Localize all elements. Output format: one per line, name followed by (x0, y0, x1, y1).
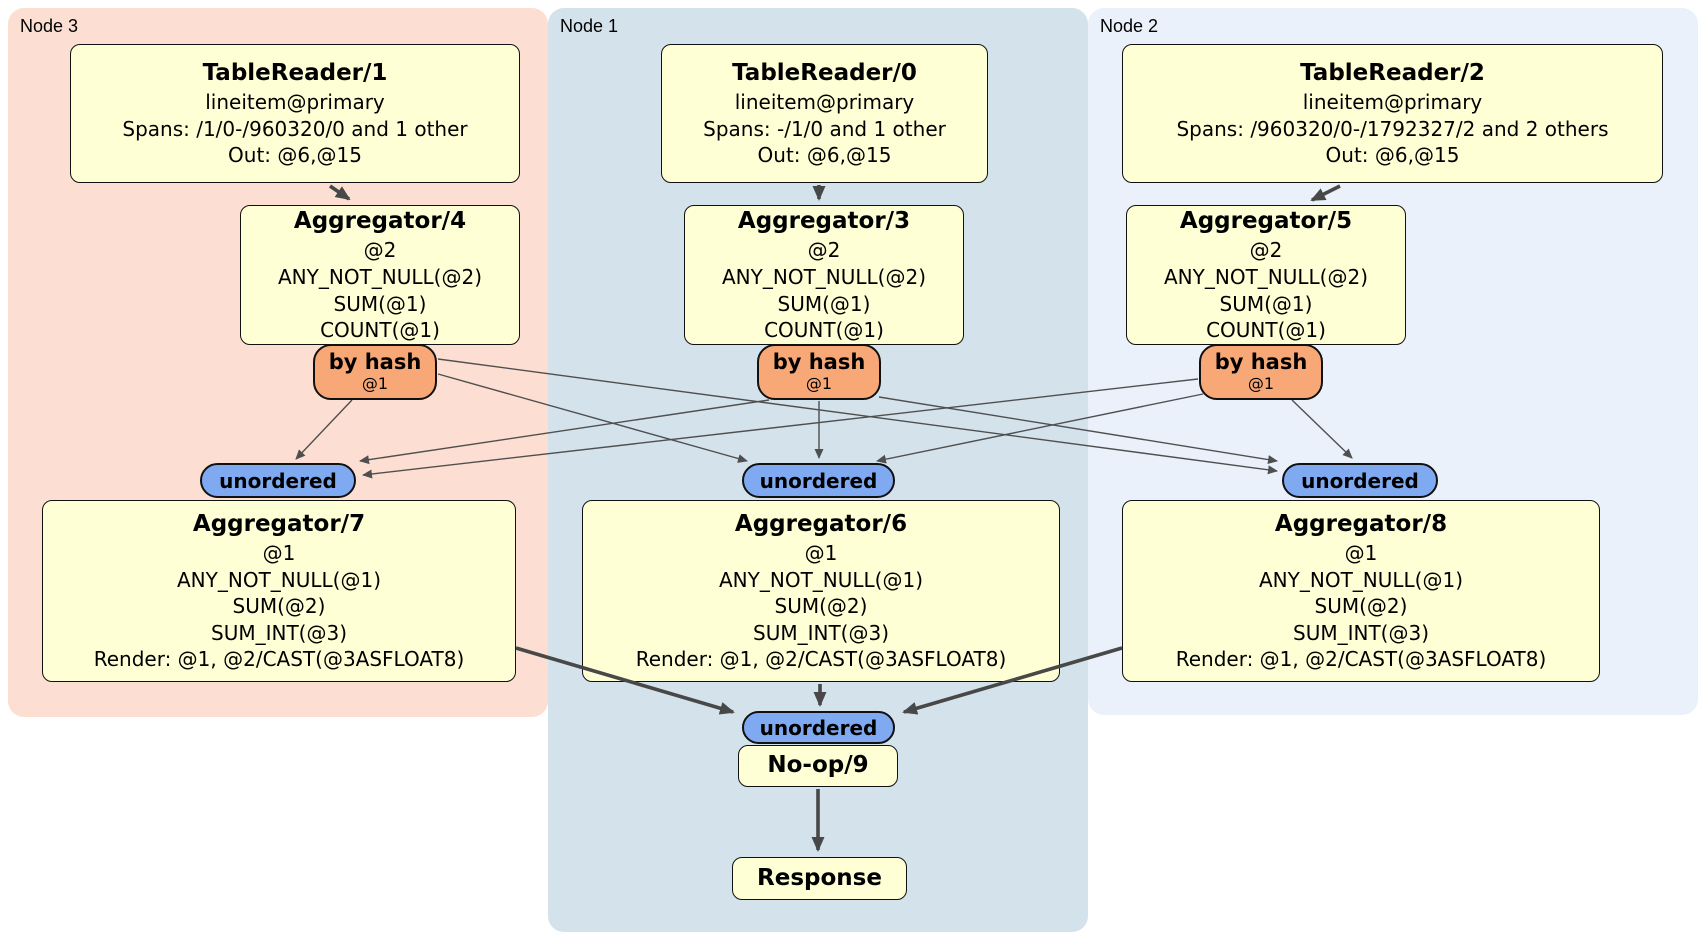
aggregator-7-fn2: SUM(@2) (232, 594, 326, 619)
tablereader-0-title: TableReader/0 (732, 60, 917, 87)
aggregator-8-box: Aggregator/8 @1 ANY_NOT_NULL(@1) SUM(@2)… (1122, 500, 1600, 682)
aggregator-8-fn3: SUM_INT(@3) (1293, 620, 1429, 645)
aggregator-8-fn1: ANY_NOT_NULL(@1) (1259, 567, 1463, 592)
aggregator-7-groupcol: @1 (262, 541, 296, 566)
aggregator-4-title: Aggregator/4 (293, 208, 467, 235)
region-node2-label: Node 2 (1100, 16, 1159, 36)
tablereader-1-box: TableReader/1 lineitem@primary Spans: /1… (70, 44, 520, 183)
aggregator-5-fn3: COUNT(@1) (1206, 318, 1326, 343)
hash-router-column: @1 (361, 374, 389, 394)
hash-router-node3: by hash @1 (313, 344, 437, 400)
unordered-sync-final: unordered (742, 711, 895, 744)
hash-router-node1: by hash @1 (757, 344, 881, 400)
region-node1-label: Node 1 (560, 16, 619, 36)
region-node3-label: Node 3 (20, 16, 79, 36)
aggregator-3-groupcol: @2 (807, 238, 841, 263)
aggregator-6-fn3: SUM_INT(@3) (753, 620, 889, 645)
unordered-sync-node2: unordered (1282, 463, 1438, 498)
tablereader-1-out: Out: @6,@15 (228, 143, 362, 168)
aggregator-6-fn2: SUM(@2) (774, 594, 868, 619)
hash-router-node2: by hash @1 (1199, 344, 1323, 400)
unordered-sync-node3: unordered (200, 463, 356, 498)
hash-router-column: @1 (805, 374, 833, 394)
aggregator-8-render: Render: @1, @2/CAST(@3ASFLOAT8) (1175, 647, 1547, 672)
aggregator-5-box: Aggregator/5 @2 ANY_NOT_NULL(@2) SUM(@1)… (1126, 205, 1406, 345)
response-box: Response (732, 857, 907, 900)
aggregator-8-groupcol: @1 (1344, 541, 1378, 566)
aggregator-8-title: Aggregator/8 (1274, 510, 1448, 537)
hash-router-label: by hash (1214, 350, 1308, 375)
aggregator-3-fn2: SUM(@1) (777, 291, 871, 316)
aggregator-3-fn3: COUNT(@1) (764, 318, 884, 343)
aggregator-3-box: Aggregator/3 @2 ANY_NOT_NULL(@2) SUM(@1)… (684, 205, 964, 345)
aggregator-5-title: Aggregator/5 (1179, 208, 1353, 235)
aggregator-4-fn2: SUM(@1) (333, 291, 427, 316)
tablereader-0-out: Out: @6,@15 (757, 143, 892, 168)
aggregator-7-box: Aggregator/7 @1 ANY_NOT_NULL(@1) SUM(@2)… (42, 500, 516, 682)
aggregator-6-render: Render: @1, @2/CAST(@3ASFLOAT8) (635, 647, 1007, 672)
aggregator-7-title: Aggregator/7 (192, 510, 366, 537)
tablereader-0-spans: Spans: -/1/0 and 1 other (703, 116, 946, 141)
aggregator-4-fn3: COUNT(@1) (320, 318, 440, 343)
aggregator-6-fn1: ANY_NOT_NULL(@1) (719, 567, 923, 592)
noop-9-box: No-op/9 (738, 745, 898, 787)
aggregator-6-title: Aggregator/6 (734, 510, 908, 537)
hash-router-label: by hash (328, 350, 422, 375)
aggregator-7-fn1: ANY_NOT_NULL(@1) (177, 567, 381, 592)
hash-router-column: @1 (1247, 374, 1275, 394)
aggregator-8-fn2: SUM(@2) (1314, 594, 1408, 619)
aggregator-7-render: Render: @1, @2/CAST(@3ASFLOAT8) (93, 647, 465, 672)
hash-router-label: by hash (772, 350, 866, 375)
tablereader-0-index: lineitem@primary (734, 90, 915, 115)
aggregator-6-box: Aggregator/6 @1 ANY_NOT_NULL(@1) SUM(@2)… (582, 500, 1060, 682)
unordered-sync-node1: unordered (742, 463, 895, 498)
tablereader-2-box: TableReader/2 lineitem@primary Spans: /9… (1122, 44, 1663, 183)
aggregator-7-fn3: SUM_INT(@3) (211, 620, 347, 645)
aggregator-5-fn2: SUM(@1) (1219, 291, 1313, 316)
aggregator-4-fn1: ANY_NOT_NULL(@2) (278, 264, 482, 289)
tablereader-0-box: TableReader/0 lineitem@primary Spans: -/… (661, 44, 988, 183)
aggregator-3-fn1: ANY_NOT_NULL(@2) (722, 264, 926, 289)
tablereader-2-index: lineitem@primary (1302, 90, 1483, 115)
tablereader-1-title: TableReader/1 (202, 60, 388, 87)
tablereader-2-out: Out: @6,@15 (1325, 143, 1460, 168)
aggregator-5-fn1: ANY_NOT_NULL(@2) (1164, 264, 1368, 289)
tablereader-2-title: TableReader/2 (1300, 60, 1485, 87)
aggregator-3-title: Aggregator/3 (737, 208, 911, 235)
aggregator-5-groupcol: @2 (1249, 238, 1283, 263)
tablereader-1-index: lineitem@primary (205, 90, 385, 115)
tablereader-1-spans: Spans: /1/0-/960320/0 and 1 other (122, 116, 468, 141)
tablereader-2-spans: Spans: /960320/0-/1792327/2 and 2 others (1176, 116, 1609, 141)
aggregator-4-groupcol: @2 (363, 238, 397, 263)
aggregator-4-box: Aggregator/4 @2 ANY_NOT_NULL(@2) SUM(@1)… (240, 205, 520, 345)
aggregator-6-groupcol: @1 (804, 541, 838, 566)
response-title: Response (757, 864, 882, 891)
noop-9-title: No-op/9 (767, 752, 869, 779)
